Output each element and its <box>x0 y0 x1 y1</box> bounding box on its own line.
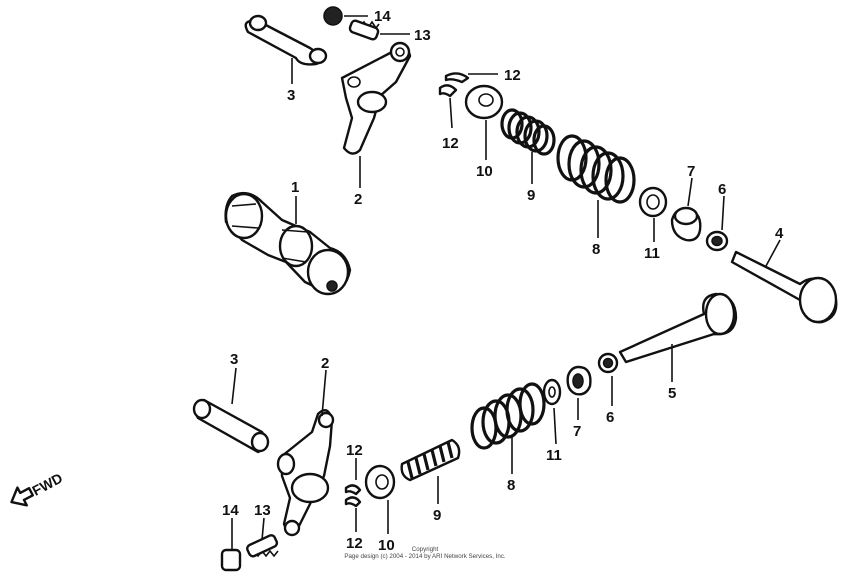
fwd-label: FWD <box>29 470 65 499</box>
part-4-valve-top[interactable] <box>730 250 838 324</box>
callout-1: 1 <box>291 179 299 196</box>
callout-8-bottom: 8 <box>507 477 515 494</box>
callout-7-top: 7 <box>687 163 695 180</box>
callout-9-top: 9 <box>527 187 535 204</box>
callout-6-bottom: 6 <box>606 409 614 426</box>
callout-2-bottom: 2 <box>321 355 329 372</box>
part-7-stem-seal-bottom[interactable] <box>566 365 592 396</box>
copyright-line-1: Copyright <box>412 546 439 553</box>
leader-lines <box>231 15 781 550</box>
fwd-arrow-icon <box>10 486 35 507</box>
callout-12-bottom-a: 12 <box>346 442 363 459</box>
fwd-direction-indicator: FWD <box>10 470 65 507</box>
copyright-footer: Copyright Page design (c) 2004 - 2014 by… <box>344 546 506 560</box>
callout-11-bottom: 11 <box>546 447 562 464</box>
part-11-spring-seat-top[interactable] <box>638 186 668 218</box>
part-13-adjuster-screw-bottom[interactable] <box>246 534 279 558</box>
callout-10-bottom: 10 <box>378 537 395 554</box>
callout-11-top: 11 <box>644 245 660 262</box>
callout-14-bottom: 14 <box>222 502 239 519</box>
part-10-spring-retainer-top[interactable] <box>464 84 504 120</box>
part-1-camshaft[interactable] <box>224 191 352 296</box>
part-12-valve-cotter-bottom-a[interactable] <box>344 484 362 496</box>
callout-12-top-a: 12 <box>504 67 521 84</box>
part-9-inner-spring-top[interactable] <box>500 108 556 156</box>
part-8-outer-spring-top[interactable] <box>556 134 636 204</box>
part-11-spring-seat-bottom[interactable] <box>542 378 562 406</box>
callout-12-bottom-b: 12 <box>346 535 363 552</box>
copyright-line-2: Page design (c) 2004 - 2014 by ARI Netwo… <box>344 553 506 560</box>
part-5-valve-bottom[interactable] <box>618 292 738 364</box>
callout-13-bottom: 13 <box>254 502 271 519</box>
part-2-rocker-arm-bottom[interactable] <box>276 408 335 537</box>
callout-8-top: 8 <box>592 241 600 258</box>
callout-14-top: 14 <box>374 8 391 25</box>
part-12-valve-cotter-top-b[interactable] <box>438 84 458 98</box>
part-13-adjuster-screw-top[interactable] <box>348 19 380 41</box>
part-6-valve-guide-bottom[interactable] <box>597 352 619 374</box>
callout-5: 5 <box>668 385 676 402</box>
callout-3-top: 3 <box>287 87 295 104</box>
callout-10-top: 10 <box>476 163 493 180</box>
callout-numbers: 14 13 3 2 1 12 12 10 9 8 11 7 6 4 3 2 5 … <box>222 8 784 554</box>
callout-9-bottom: 9 <box>433 507 441 524</box>
part-7-stem-seal-top[interactable] <box>670 206 702 242</box>
callout-3-bottom: 3 <box>230 351 238 368</box>
part-14-cap-bottom[interactable] <box>220 548 242 572</box>
part-8-outer-spring-bottom[interactable] <box>470 382 546 450</box>
part-14-cap-top[interactable] <box>323 6 343 26</box>
part-6-valve-guide-top[interactable] <box>705 230 729 252</box>
part-12-valve-cotter-top-a[interactable] <box>444 72 470 84</box>
part-3-rocker-shaft-bottom[interactable] <box>192 398 270 454</box>
callout-6-top: 6 <box>718 181 726 198</box>
part-3-rocker-shaft-top[interactable] <box>244 14 328 66</box>
part-9-inner-spring-bottom[interactable] <box>400 438 461 482</box>
callout-13-top: 13 <box>414 27 431 44</box>
part-2-rocker-arm-top[interactable] <box>340 41 412 155</box>
part-12-valve-cotter-bottom-b[interactable] <box>344 496 362 508</box>
callout-12-top-b: 12 <box>442 135 459 152</box>
callout-7-bottom: 7 <box>573 423 581 440</box>
part-10-spring-retainer-bottom[interactable] <box>364 464 396 500</box>
callout-4: 4 <box>775 225 784 242</box>
callout-2-top: 2 <box>354 191 362 208</box>
